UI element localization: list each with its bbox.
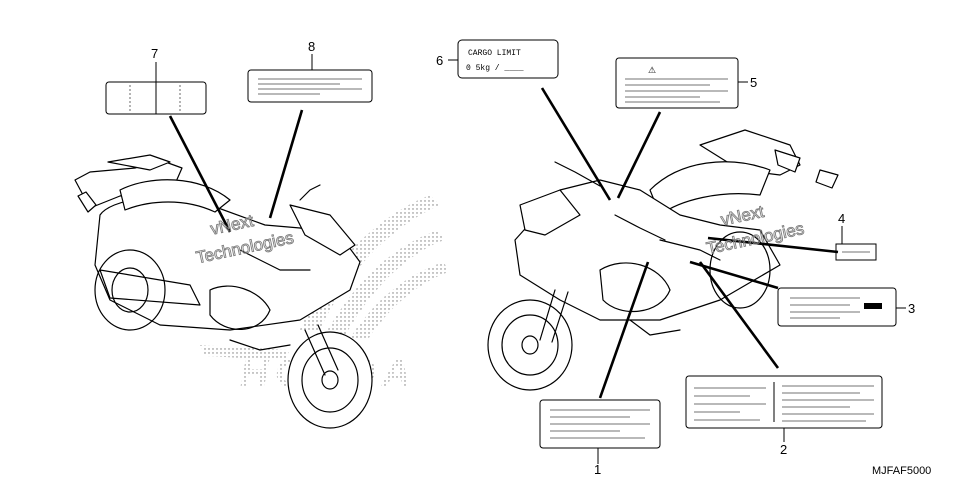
label-6-cargo-limit: CARGO LIMIT 0 5kg / ____ bbox=[457, 39, 559, 79]
watermark-right-line1: vNext bbox=[719, 202, 766, 230]
left-motorcycle-illustration bbox=[74, 154, 373, 429]
callout-5: 5 bbox=[750, 75, 757, 90]
label-3-box bbox=[777, 287, 897, 327]
label-5-warning: ⚠ bbox=[615, 57, 739, 109]
label-2-box bbox=[685, 375, 883, 429]
label-7-box bbox=[105, 81, 207, 115]
diagram-reference-code: MJFAF5000 bbox=[872, 465, 931, 477]
right-motorcycle-illustration bbox=[487, 129, 839, 391]
callout-4: 4 bbox=[838, 211, 845, 226]
callout-7: 7 bbox=[151, 46, 158, 61]
callout-numbers: 7 8 6 5 4 3 2 1 bbox=[151, 39, 915, 477]
label-1-box bbox=[539, 399, 661, 449]
callout-2: 2 bbox=[780, 442, 787, 457]
label-4-box bbox=[835, 243, 877, 261]
label-8-box bbox=[247, 69, 373, 103]
callout-6: 6 bbox=[436, 53, 443, 68]
cargo-limit-value: 0 5kg / ____ bbox=[466, 64, 524, 73]
warning-icon: ⚠ bbox=[648, 66, 656, 76]
cargo-limit-title: CARGO LIMIT bbox=[468, 49, 521, 58]
callout-8: 8 bbox=[308, 39, 315, 54]
callout-3: 3 bbox=[908, 301, 915, 316]
callout-1: 1 bbox=[594, 462, 601, 477]
leader-lines bbox=[155, 54, 906, 464]
